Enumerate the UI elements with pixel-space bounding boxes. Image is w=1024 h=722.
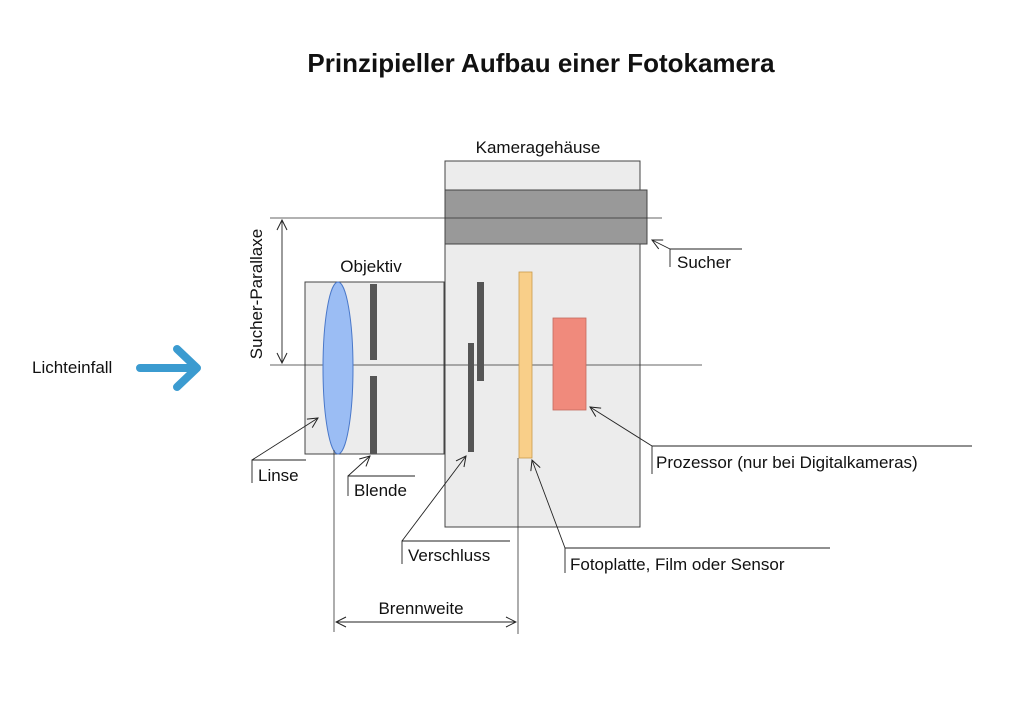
parallax-label: Sucher-Parallaxe [247,229,266,359]
lens-label: Linse [258,466,299,485]
lens-leader-arrow [251,418,318,461]
shutter-blade-back [477,282,484,381]
arrow-right-icon [136,345,201,391]
processor-label: Prozessor (nur bei Digitalkameras) [656,453,918,472]
aperture-leader-arrow [347,456,370,477]
aperture-blade-bottom [370,376,377,454]
focal-length-label: Brennweite [378,599,463,618]
sensor-plate [518,271,533,459]
sensor-leader-arrow [532,460,566,549]
aperture-label: Blende [354,481,407,500]
lens-element [322,281,354,455]
processor-block [552,317,587,411]
light-label: Lichteinfall [32,358,112,377]
viewfinder-leader-arrow [652,240,671,250]
shutter-label: Verschluss [408,546,490,565]
lens-unit-label: Objektiv [340,257,402,276]
housing-label: Kameragehäuse [476,138,601,157]
viewfinder-label: Sucher [677,253,731,272]
processor-leader-arrow [590,407,653,447]
sensor-label: Fotoplatte, Film oder Sensor [570,555,785,574]
aperture-blade-top [370,284,377,360]
diagram-title: Prinzipieller Aufbau einer Fotokamera [307,48,775,78]
viewfinder-bar [444,189,648,245]
shutter-leader-arrow [401,456,466,542]
shutter-blade-front [468,343,474,452]
